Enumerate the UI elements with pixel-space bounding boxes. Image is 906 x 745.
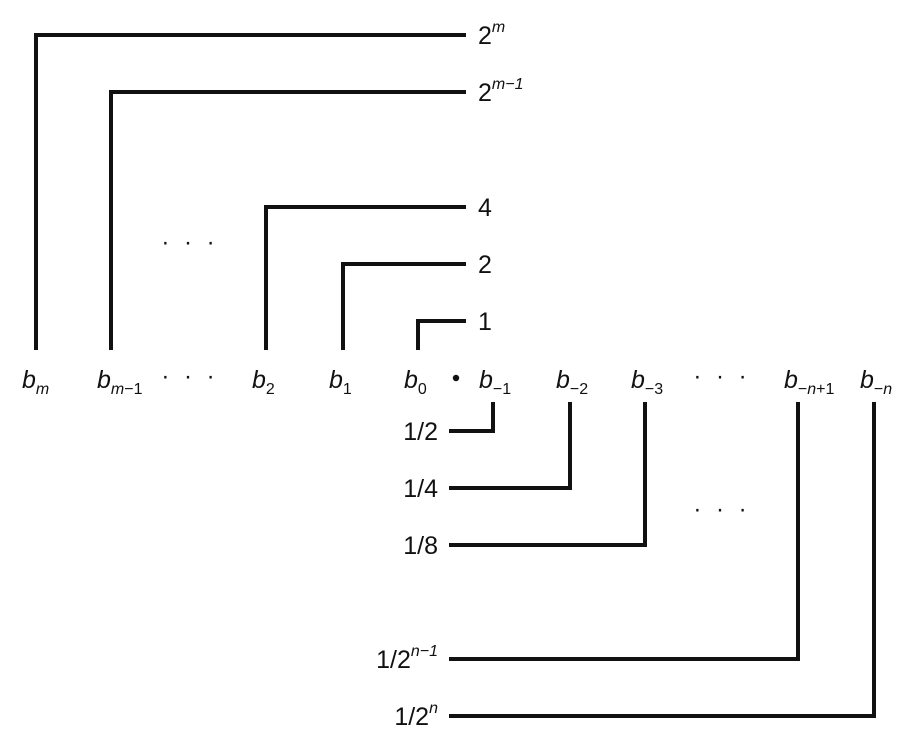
bit-subscript: n — [883, 381, 892, 398]
bit-subscript: −1 — [124, 381, 142, 398]
lower-weight-3: 1/2n−1 — [376, 643, 438, 674]
bit-subscript: − — [874, 381, 883, 398]
bit-label-2: b2 — [252, 366, 275, 398]
ellipsis-3: · · · — [693, 496, 750, 523]
bit-base: b — [97, 366, 111, 394]
bit-label-3: b1 — [329, 366, 352, 398]
bit-label-5: b−1 — [479, 366, 511, 398]
bit-label-6: b−2 — [556, 366, 588, 398]
bit-label-9: b−n — [860, 366, 892, 398]
weight-base: 1/2 — [403, 418, 438, 446]
bit-subscript: n — [807, 381, 816, 398]
upper-leader-line-2 — [264, 205, 466, 350]
lower-weight-0: 1/2 — [403, 418, 438, 446]
bit-base: b — [784, 366, 798, 394]
upper-leader-line-1 — [109, 90, 466, 350]
bit-label-0: bm — [22, 366, 49, 398]
bit-base: b — [252, 366, 266, 394]
bit-base: b — [556, 366, 570, 394]
weight-superscript: n — [429, 700, 438, 717]
weight-base: 1/8 — [403, 532, 438, 560]
bit-base: b — [631, 366, 645, 394]
upper-leader-line-4 — [416, 319, 466, 350]
weight-base: 2 — [478, 251, 492, 279]
bit-subscript: m — [111, 381, 124, 398]
bit-subscript: −2 — [570, 381, 588, 398]
lower-leader-line-1 — [449, 402, 572, 490]
ellipsis-1: · · · — [161, 363, 218, 390]
bit-subscript: +1 — [816, 381, 834, 398]
bit-label-8: b−n+1 — [784, 366, 835, 398]
lower-weight-4: 1/2n — [394, 700, 438, 731]
weight-base: 4 — [478, 194, 492, 222]
lower-leader-line-4 — [449, 402, 876, 718]
bit-subscript: 0 — [418, 381, 427, 398]
bit-base: b — [329, 366, 343, 394]
bit-subscript: − — [798, 381, 807, 398]
upper-leader-line-0 — [34, 33, 466, 350]
weight-base: 1/2 — [376, 646, 411, 674]
ellipsis-2: · · · — [693, 363, 750, 390]
weight-base: 1/2 — [394, 703, 429, 731]
upper-weight-1: 2m−1 — [478, 76, 523, 107]
weight-base: 2 — [478, 79, 492, 107]
ellipsis-0: · · · — [161, 229, 218, 256]
bit-subscript: 2 — [266, 381, 275, 398]
weight-superscript: n−1 — [411, 643, 438, 660]
bit-base: b — [860, 366, 874, 394]
bit-subscript: −1 — [493, 381, 511, 398]
upper-weight-3: 2 — [478, 251, 492, 279]
bit-label-7: b−3 — [631, 366, 663, 398]
lower-leader-line-0 — [449, 402, 495, 433]
weight-base: 2 — [478, 22, 492, 50]
bit-base: b — [404, 366, 418, 394]
upper-weight-2: 4 — [478, 194, 492, 222]
upper-leader-line-3 — [341, 262, 466, 350]
weight-superscript: m−1 — [492, 76, 524, 93]
weight-base: 1 — [478, 308, 492, 336]
upper-weight-4: 1 — [478, 308, 492, 336]
bit-base: b — [22, 366, 36, 394]
weight-superscript: m — [492, 19, 505, 36]
weight-base: 1/4 — [403, 475, 438, 503]
lower-leader-line-2 — [449, 402, 647, 547]
radix-point — [452, 374, 460, 382]
bit-subscript: −3 — [645, 381, 663, 398]
bit-base: b — [479, 366, 493, 394]
lower-leader-line-3 — [449, 402, 800, 661]
bit-subscript: 1 — [343, 381, 352, 398]
lower-weight-1: 1/4 — [403, 475, 438, 503]
upper-weight-0: 2m — [478, 19, 505, 50]
bit-label-1: bm−1 — [97, 366, 143, 398]
lower-weight-2: 1/8 — [403, 532, 438, 560]
bit-subscript: m — [36, 381, 49, 398]
bit-label-4: b0 — [404, 366, 427, 398]
